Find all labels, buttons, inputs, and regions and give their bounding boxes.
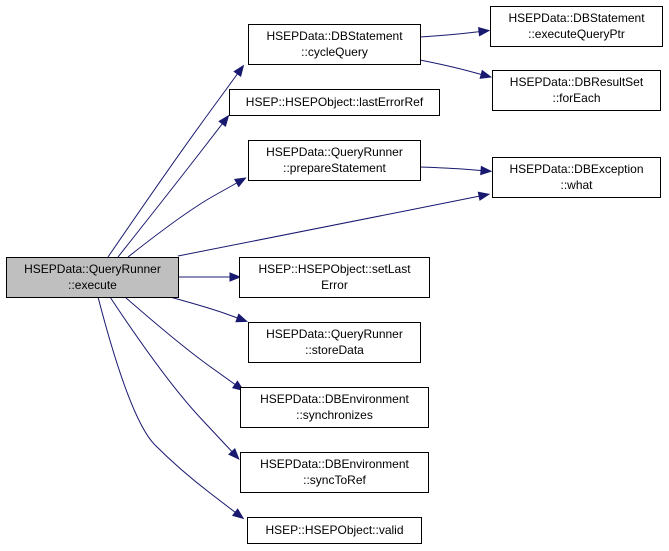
- node-label-line: ::what: [560, 178, 593, 192]
- edge-line: [419, 59, 488, 77]
- node-root[interactable]: HSEPData::QueryRunner::execute: [6, 257, 179, 298]
- arrowhead-icon: [479, 69, 493, 79]
- edge-root-to-prepareStatement: [127, 177, 247, 258]
- node-box: [248, 24, 421, 65]
- node-box: [240, 387, 429, 428]
- arrowhead-icon: [229, 272, 242, 282]
- arrowhead-icon: [233, 64, 245, 78]
- edge-line: [117, 118, 227, 258]
- node-box: [248, 322, 421, 363]
- edge-root-to-valid: [97, 296, 245, 520]
- edge-line: [97, 296, 241, 517]
- node-label-line: ::prepareStatement: [283, 161, 386, 175]
- edge-cycleQuery-to-forEach: [419, 59, 493, 79]
- node-box: [6, 257, 179, 298]
- edge-root-to-synchronizes: [124, 296, 245, 392]
- edge-root-to-storeData: [169, 296, 249, 323]
- node-label-line: HSEPData::DBResultSet: [510, 75, 644, 89]
- arrowhead-icon: [218, 114, 230, 128]
- nodes-layer: HSEPData::QueryRunner::executeHSEPData::…: [6, 6, 663, 544]
- edge-cycleQuery-to-executeQueryPtr: [419, 27, 491, 38]
- node-box: [492, 70, 661, 111]
- edge-root-to-cycleQuery: [107, 64, 245, 258]
- node-box: [239, 257, 430, 298]
- node-box: [240, 452, 429, 493]
- node-label-line: ::cycleQuery: [301, 45, 368, 59]
- node-label-line: HSEP::HSEPObject::valid: [265, 523, 403, 537]
- node-what[interactable]: HSEPData::DBException::what: [492, 157, 661, 198]
- arrowhead-icon: [231, 508, 245, 520]
- node-box: [248, 140, 421, 181]
- node-executeQueryPtr[interactable]: HSEPData::DBStatement::executeQueryPtr: [490, 6, 663, 47]
- arrowhead-icon: [480, 165, 493, 176]
- node-label-line: ::synchronizes: [296, 408, 373, 422]
- node-prepareStatement[interactable]: HSEPData::QueryRunner::prepareStatement: [248, 140, 421, 181]
- node-label-line: HSEPData::DBEnvironment: [260, 392, 409, 406]
- node-label-line: HSEP::HSEPObject::setLast: [258, 262, 411, 276]
- arrowhead-icon: [477, 191, 491, 201]
- arrowhead-icon: [228, 448, 240, 460]
- node-label-line: ::syncToRef: [303, 473, 366, 487]
- edge-line: [124, 296, 241, 389]
- edge-root-to-syncToRef: [109, 296, 240, 460]
- node-label-line: ::executeQueryPtr: [528, 27, 625, 41]
- edge-root-to-setLastError: [178, 272, 242, 282]
- node-valid[interactable]: HSEP::HSEPObject::valid: [247, 517, 422, 544]
- edge-line: [419, 166, 488, 172]
- node-label-line: ::forEach: [552, 91, 600, 105]
- edge-root-to-lastErrorRef: [117, 114, 230, 258]
- node-box: [492, 157, 661, 198]
- edge-line: [127, 179, 243, 258]
- edge-prepareStatement-to-what: [419, 165, 493, 176]
- node-label-line: HSEPData::DBStatement: [508, 11, 645, 25]
- node-box: [490, 6, 663, 47]
- edge-line: [109, 296, 237, 457]
- node-label-line: HSEPData::DBException: [509, 162, 643, 176]
- node-forEach[interactable]: HSEPData::DBResultSet::forEach: [492, 70, 661, 111]
- node-label-line: Error: [321, 278, 348, 292]
- edge-root-to-what: [177, 191, 491, 257]
- node-cycleQuery[interactable]: HSEPData::DBStatement::cycleQuery: [248, 24, 421, 65]
- edges-layer: [97, 27, 493, 520]
- node-label-line: HSEP::HSEPObject::lastErrorRef: [246, 95, 424, 109]
- edge-line: [419, 30, 486, 38]
- edge-line: [169, 296, 244, 321]
- edge-line: [107, 68, 242, 258]
- node-label-line: HSEPData::DBEnvironment: [260, 457, 409, 471]
- edge-line: [177, 194, 486, 257]
- arrowhead-icon: [234, 177, 247, 188]
- node-label-line: HSEPData::QueryRunner: [24, 262, 161, 276]
- node-label-line: ::storeData: [305, 343, 364, 357]
- node-label-line: HSEPData::QueryRunner: [266, 145, 403, 159]
- node-box: [229, 89, 440, 116]
- node-syncToRef[interactable]: HSEPData::DBEnvironment::syncToRef: [240, 452, 429, 493]
- node-synchronizes[interactable]: HSEPData::DBEnvironment::synchronizes: [240, 387, 429, 428]
- arrowhead-icon: [235, 313, 249, 323]
- node-label-line: ::execute: [68, 278, 117, 292]
- node-label-line: HSEPData::DBStatement: [266, 29, 403, 43]
- node-box: [247, 517, 422, 544]
- node-storeData[interactable]: HSEPData::QueryRunner::storeData: [248, 322, 421, 363]
- node-label-line: HSEPData::QueryRunner: [266, 327, 403, 341]
- arrowhead-icon: [478, 27, 491, 37]
- node-lastErrorRef[interactable]: HSEP::HSEPObject::lastErrorRef: [229, 89, 440, 116]
